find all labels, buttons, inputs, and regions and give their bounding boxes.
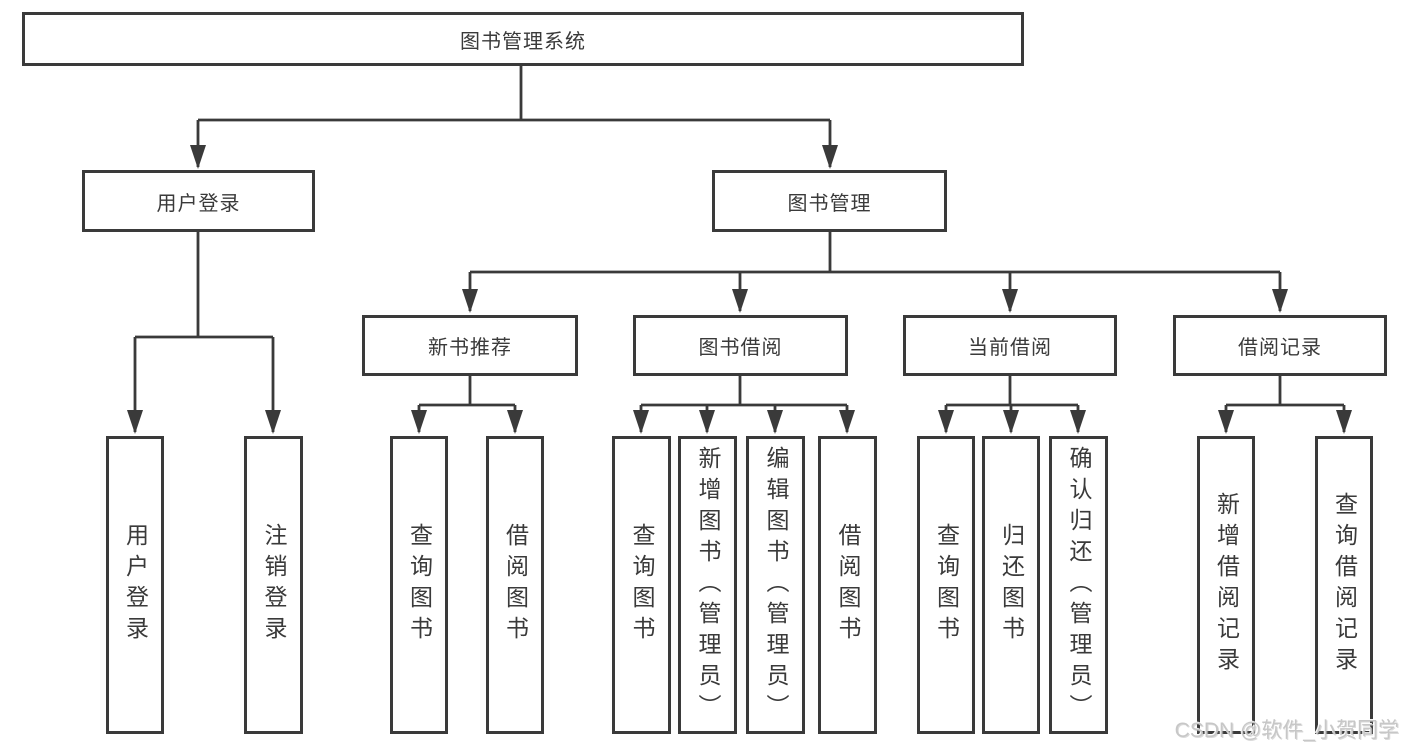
- leaf-current-return: 归还图书: [982, 436, 1040, 734]
- leaf-borrow-book-label: 借阅图书: [835, 523, 861, 647]
- connector-borrow-to-leaves: [633, 376, 855, 434]
- leaf-newbook-query: 查询图书: [390, 436, 448, 734]
- leaf-user-login-label: 用户登录: [122, 523, 149, 647]
- leaf-current-return-label: 归还图书: [998, 523, 1025, 647]
- node-new-book-recommend-label: 新书推荐: [428, 337, 512, 359]
- watermark: CSDN @软件_小贺同学: [1174, 719, 1399, 742]
- connector-bookmgmt-to-level3: [462, 232, 1288, 313]
- leaf-record-query-label: 查询借阅记录: [1331, 492, 1358, 678]
- leaf-record-add-label: 新增借阅记录: [1213, 492, 1240, 678]
- node-root-system-label: 图书管理系统: [460, 30, 586, 53]
- node-borrow-records-label: 借阅记录: [1238, 337, 1322, 359]
- leaf-record-add: 新增借阅记录: [1197, 436, 1255, 734]
- leaf-newbook-query-label: 查询图书: [406, 523, 433, 647]
- connector-records-to-leaves: [1218, 376, 1352, 434]
- leaf-borrow-edit-admin-label: 编辑图书（管理员）: [763, 445, 789, 725]
- connector-root-to-level2: [190, 66, 838, 169]
- leaf-newbook-borrow-label: 借阅图书: [502, 523, 529, 647]
- leaf-current-confirm-admin: 确认归还（管理员）: [1049, 436, 1108, 734]
- node-current-borrow: 当前借阅: [903, 315, 1117, 376]
- node-book-borrow: 图书借阅: [633, 315, 848, 376]
- node-borrow-records: 借阅记录: [1173, 315, 1387, 376]
- leaf-logout-label: 注销登录: [261, 523, 287, 647]
- leaf-borrow-query-label: 查询图书: [629, 523, 655, 647]
- leaf-current-query: 查询图书: [917, 436, 975, 734]
- node-new-book-recommend: 新书推荐: [362, 315, 578, 376]
- leaf-logout: 注销登录: [244, 436, 303, 734]
- node-user-login-group: 用户登录: [82, 170, 315, 232]
- node-book-borrow-label: 图书借阅: [698, 337, 783, 359]
- node-user-login-group-label: 用户登录: [156, 192, 241, 215]
- leaf-borrow-query: 查询图书: [612, 436, 671, 734]
- connector-userlogin-to-leaves: [127, 232, 281, 434]
- leaf-record-query: 查询借阅记录: [1315, 436, 1373, 734]
- leaf-borrow-add-admin-label: 新增图书（管理员）: [695, 445, 721, 725]
- leaf-user-login: 用户登录: [106, 436, 164, 734]
- leaf-current-confirm-admin-label: 确认归还（管理员）: [1066, 445, 1092, 725]
- leaf-borrow-edit-admin: 编辑图书（管理员）: [746, 436, 805, 734]
- connector-current-to-leaves: [938, 376, 1086, 434]
- node-book-management-label: 图书管理: [787, 192, 872, 215]
- node-root-system: 图书管理系统: [22, 12, 1024, 66]
- node-book-management: 图书管理: [712, 170, 947, 232]
- node-current-borrow-label: 当前借阅: [968, 337, 1052, 359]
- leaf-borrow-add-admin: 新增图书（管理员）: [678, 436, 737, 734]
- leaf-borrow-book: 借阅图书: [818, 436, 877, 734]
- connector-newbook-to-leaves: [411, 376, 523, 434]
- leaf-newbook-borrow: 借阅图书: [486, 436, 544, 734]
- leaf-current-query-label: 查询图书: [933, 523, 960, 647]
